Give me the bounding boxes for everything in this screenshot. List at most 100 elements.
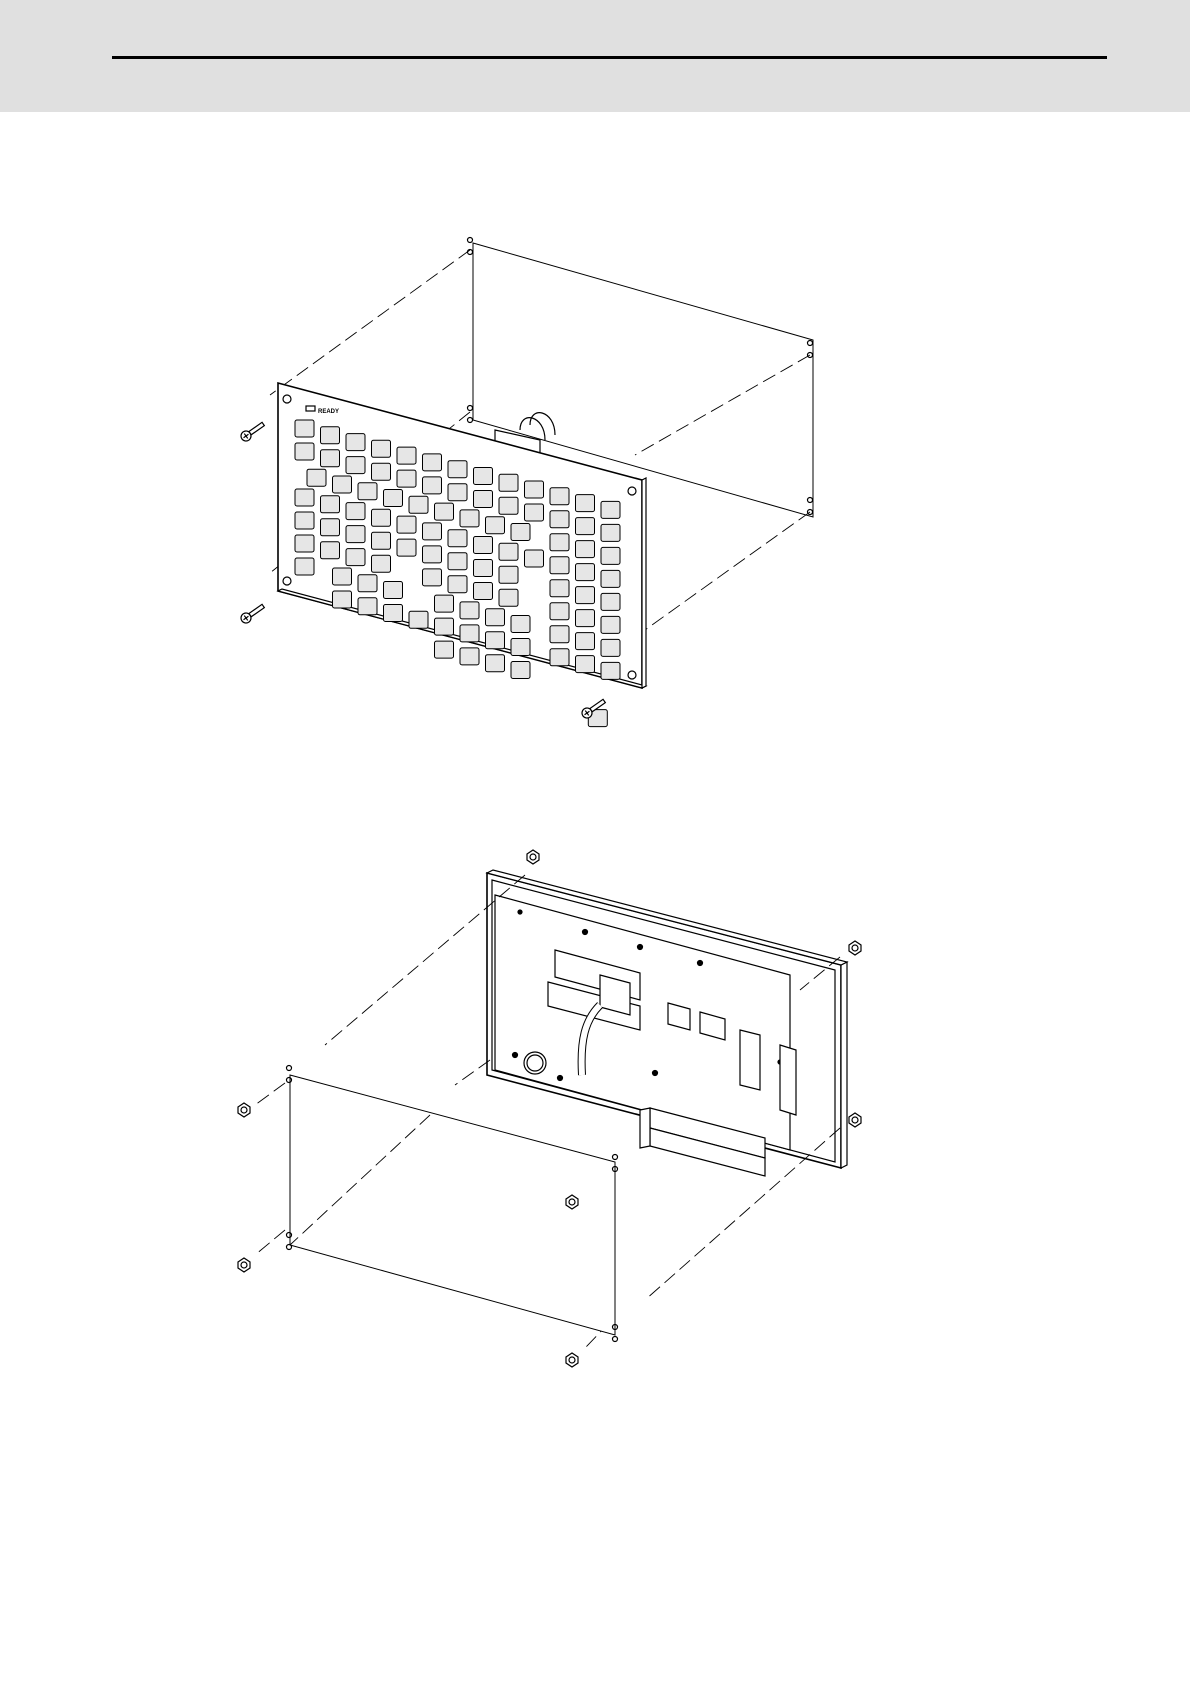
keypad-key — [525, 550, 544, 567]
display-unit-rear-assembly — [238, 850, 861, 1367]
keypad-key — [499, 474, 518, 491]
keypad-key — [576, 564, 595, 581]
keypad-key — [474, 583, 493, 600]
keypad-key — [576, 587, 595, 604]
keypad-key — [321, 496, 340, 513]
keypad-key — [601, 662, 620, 679]
keypad-key — [576, 610, 595, 627]
keypad-key — [372, 509, 391, 526]
keypad-key — [460, 625, 479, 642]
keypad-key — [372, 463, 391, 480]
keypad-key — [295, 420, 314, 437]
keypad-key — [409, 611, 428, 628]
keypad-key — [550, 511, 569, 528]
keypad-key — [384, 605, 403, 622]
keypad-key — [550, 557, 569, 574]
keypad-key — [511, 662, 530, 679]
keypad-key — [346, 434, 365, 451]
keypad-key — [448, 484, 467, 501]
keypad-key — [576, 541, 595, 558]
keypad-key — [499, 589, 518, 606]
keypad-key — [346, 503, 365, 520]
keypad-key — [409, 496, 428, 513]
keypad-key — [601, 501, 620, 518]
keypad-key — [448, 530, 467, 547]
keypad-key — [601, 570, 620, 587]
keypad-key — [333, 568, 352, 585]
keypad-key — [460, 602, 479, 619]
keypad-key — [511, 524, 530, 541]
keypad-key — [321, 519, 340, 536]
keypad-key — [460, 648, 479, 665]
keypad-key — [435, 595, 454, 612]
keypad-key — [550, 534, 569, 551]
keypad-key — [474, 537, 493, 554]
keypad-key — [499, 543, 518, 560]
keypad-key — [295, 558, 314, 575]
keypad-key — [295, 489, 314, 506]
keypad-key — [372, 532, 391, 549]
keypad-key — [397, 539, 416, 556]
keypad-key — [321, 450, 340, 467]
keypad-key — [397, 447, 416, 464]
keypad-key — [525, 481, 544, 498]
keyboard-unit-assembly: READY — [239, 238, 813, 727]
keypad-key — [486, 517, 505, 534]
keypad-key — [358, 483, 377, 500]
keypad-key — [576, 656, 595, 673]
keypad-key — [435, 503, 454, 520]
ready-led — [306, 406, 315, 411]
keypad-key — [511, 616, 530, 633]
keypad-key — [435, 618, 454, 635]
keypad-key — [295, 512, 314, 529]
keypad-key — [576, 518, 595, 535]
keypad-key — [333, 591, 352, 608]
keypad-key — [525, 504, 544, 521]
keypad-key — [346, 457, 365, 474]
keypad-key — [499, 497, 518, 514]
ready-label: READY — [318, 409, 339, 415]
keypad-key — [474, 491, 493, 508]
keypad-key — [295, 535, 314, 552]
keypad-key — [372, 555, 391, 572]
keypad-key — [423, 546, 442, 563]
keypad-key — [372, 440, 391, 457]
keypad-key — [474, 560, 493, 577]
keypad-key — [511, 639, 530, 656]
keypad-key — [321, 427, 340, 444]
keypad-key — [486, 655, 505, 672]
keypad-key — [448, 553, 467, 570]
keypad-key — [321, 542, 340, 559]
keypad-key — [601, 593, 620, 610]
keypad-key — [333, 476, 352, 493]
keypad-key — [346, 526, 365, 543]
keypad-key — [448, 461, 467, 478]
keypad-key — [601, 616, 620, 633]
keypad-key — [423, 569, 442, 586]
keypad-key — [499, 566, 518, 583]
keypad-key — [486, 609, 505, 626]
keypad-key — [384, 582, 403, 599]
keypad-key — [460, 510, 479, 527]
keypad-key — [448, 576, 467, 593]
keypad-key — [358, 575, 377, 592]
keypad-key — [346, 549, 365, 566]
keypad-key — [550, 603, 569, 620]
keypad-key — [307, 469, 326, 486]
keypad-key — [550, 488, 569, 505]
keypad-key — [601, 639, 620, 656]
keypad-key — [550, 626, 569, 643]
keypad-key — [397, 470, 416, 487]
keypad-key — [576, 495, 595, 512]
keypad-key — [601, 524, 620, 541]
keypad-key — [423, 454, 442, 471]
keypad-key — [423, 523, 442, 540]
keypad-key — [435, 641, 454, 658]
keypad-key — [384, 490, 403, 507]
keypad-key — [576, 633, 595, 650]
keypad-key — [295, 443, 314, 460]
keypad-key — [550, 580, 569, 597]
keypad-key — [423, 477, 442, 494]
keypad-key — [474, 468, 493, 485]
keypad-key — [550, 649, 569, 666]
